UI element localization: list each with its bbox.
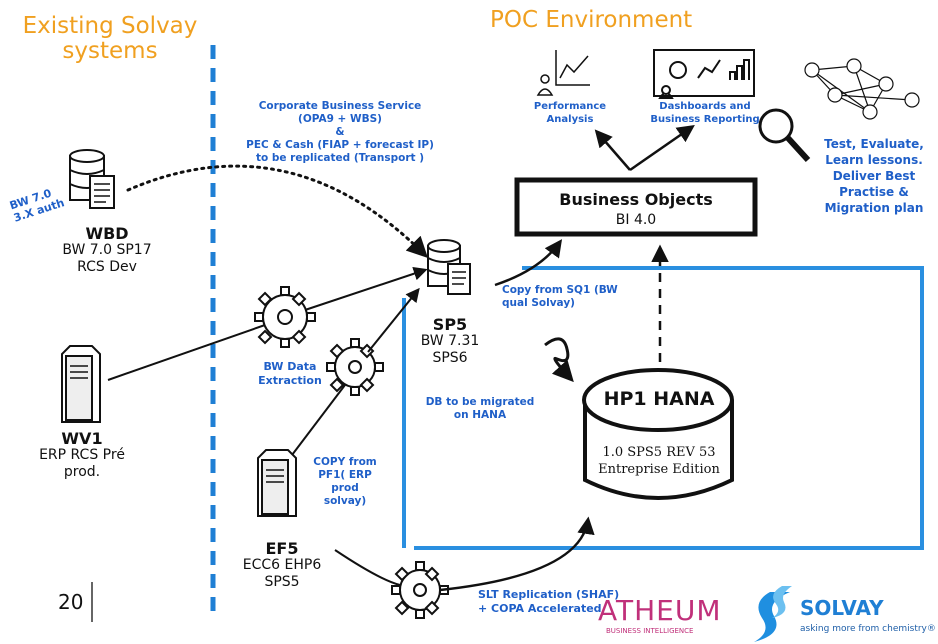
copy-pf1-line3: prod: [331, 482, 359, 494]
connector-line: [367, 287, 420, 353]
bo-arrow: [494, 239, 563, 287]
connector-line: [107, 324, 266, 381]
bw-extraction-line2: Extraction: [258, 374, 322, 387]
page-number: 20: [58, 590, 84, 614]
performance-line2: Analysis: [546, 114, 594, 125]
sp5-line2: SPS6: [432, 350, 468, 366]
copy-pf1-line1: COPY from: [313, 456, 377, 468]
wbd-name: WBD: [85, 224, 129, 243]
gear-icon: [254, 286, 316, 348]
performance-line1: Performance: [533, 101, 607, 112]
sp5-line1: BW 7.31: [420, 333, 480, 349]
hana-cylinder: [582, 368, 734, 500]
connector-line: [291, 384, 346, 456]
wv1-name: WV1: [61, 429, 103, 448]
database-icon: [427, 239, 471, 295]
business-objects-subtitle: BI 4.0: [615, 212, 657, 228]
server-tower-icon: [61, 345, 101, 423]
test-line2: Learn lessons.: [825, 153, 923, 167]
copy-pf1-line4: solvay): [323, 495, 367, 507]
slt-line2: + COPA Accelerated: [478, 602, 602, 615]
poc-heading: POC Environment: [490, 7, 693, 33]
test-line3: Deliver Best: [832, 169, 916, 183]
test-line4: Practise &: [839, 185, 909, 199]
hana-line2: Entreprise Edition: [598, 462, 720, 477]
business-objects-title: Business Objects: [559, 190, 713, 209]
dashboards-line1: Dashboards and: [659, 101, 751, 112]
replication-arrow: [334, 549, 401, 586]
copy-sq1-line2: qual Solvay): [502, 297, 575, 309]
ef5-name: EF5: [265, 539, 299, 558]
dashboards-line2: Business Reporting: [650, 114, 760, 125]
partner-tagline: BUSINESS INTELLIGENCE: [606, 627, 694, 635]
existing-heading-line1: Existing Solvay: [22, 13, 198, 39]
poc-frame: [414, 266, 924, 550]
wbd-line1: BW 7.0 SP17: [62, 242, 152, 258]
wv1-line2: prod.: [63, 464, 101, 480]
partner-logo: ATHEUM: [598, 594, 722, 627]
slt-line1: SLT Replication (SHAF): [478, 588, 620, 601]
existing-heading-line2: systems: [62, 38, 158, 64]
database-icon: [69, 149, 115, 209]
sp5-label: SP5 BW 7.31 SPS6: [400, 316, 500, 367]
test-line5: Migration plan: [824, 201, 924, 215]
test-line1: Test, Evaluate,: [824, 137, 924, 151]
bo-up-arrow: [629, 125, 695, 172]
wbd-label: WBD BW 7.0 SP17 RCS Dev: [42, 225, 172, 276]
slt-note: SLT Replication (SHAF) + COPA Accelerate…: [478, 588, 619, 616]
ef5-label: EF5 ECC6 EHP6 SPS5: [232, 540, 332, 591]
sp5-name: SP5: [432, 315, 468, 334]
replication-arrow: [439, 516, 595, 592]
hana-title: HP1 HANA: [603, 388, 715, 410]
copy-pf1-line2: PF1( ERP: [318, 469, 372, 481]
solvay-tagline: asking more from chemistry®: [800, 624, 936, 634]
corporate-note: Corporate Business Service (OPA9 + WBS) …: [230, 100, 450, 165]
solvay-logo-icon: [754, 586, 792, 642]
hana-details: 1.0 SPS5 REV 53 Entreprise Edition: [585, 444, 733, 478]
ef5-line2: SPS5: [264, 574, 300, 590]
existing-systems-heading: Existing Solvay systems: [20, 14, 200, 64]
magnifier-icon: [758, 108, 811, 163]
bw-extraction-note: BW Data Extraction: [250, 360, 330, 388]
corporate-line1: Corporate Business Service: [258, 100, 422, 112]
curl-arrow: [544, 337, 574, 383]
corporate-line2: (OPA9 + WBS): [298, 113, 382, 125]
db-migrated-note: DB to be migrated on HANA: [425, 396, 535, 422]
bw-extraction-line1: BW Data: [263, 360, 317, 373]
business-objects-label: Business Objects BI 4.0: [517, 190, 755, 230]
corporate-line4: PEC & Cash (FIAP + forecast IP): [246, 139, 434, 151]
db-migrated-line1: DB to be migrated: [425, 396, 535, 408]
ef5-line1: ECC6 EHP6: [242, 557, 322, 573]
hana-line1: 1.0 SPS5 REV 53: [602, 445, 716, 460]
solvay-brand: SOLVAY: [800, 596, 884, 620]
connector-line: [304, 266, 428, 311]
copy-pf1-note: COPY from PF1( ERP prod solvay): [300, 456, 390, 508]
dashboards-label: Dashboards and Business Reporting: [645, 100, 765, 126]
dashboard-board-icon: [653, 49, 755, 99]
corporate-line5: to be replicated (Transport ): [256, 152, 424, 164]
corporate-line3: &: [335, 126, 345, 138]
bo-up-arrow: [594, 129, 631, 171]
gear-icon: [326, 338, 384, 396]
server-tower-icon: [257, 449, 297, 517]
gear-icon: [391, 561, 449, 619]
copy-sq1-note: Copy from SQ1 (BW qual Solvay): [502, 284, 618, 310]
wbd-line2: RCS Dev: [77, 259, 137, 275]
performance-label: Performance Analysis: [520, 100, 620, 126]
transport-arrow: [126, 164, 428, 258]
copy-sq1-line1: Copy from SQ1 (BW: [502, 284, 618, 296]
test-evaluate-note: Test, Evaluate, Learn lessons. Deliver B…: [812, 136, 936, 216]
db-migrated-line2: on HANA: [453, 409, 507, 421]
wv1-label: WV1 ERP RCS Pré prod.: [22, 430, 142, 481]
performance-chart-icon: [536, 50, 590, 96]
wv1-line1: ERP RCS Pré: [39, 447, 125, 463]
business-objects-box: [514, 177, 758, 237]
network-people-icon: [804, 58, 920, 120]
